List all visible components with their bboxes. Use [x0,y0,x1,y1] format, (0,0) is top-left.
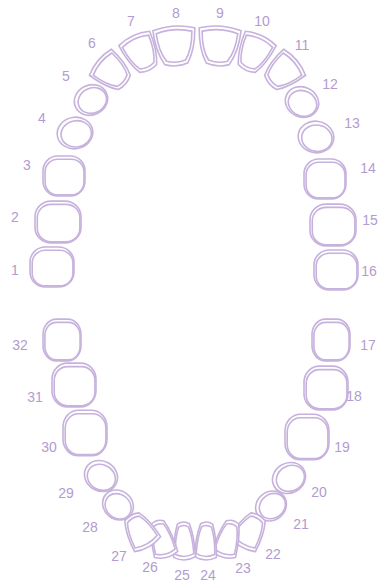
tooth-outline [172,522,195,561]
callout-number: 13 [344,115,360,131]
callout-number: 7 [127,13,135,29]
callout-number: 16 [361,263,377,279]
callout-number: 19 [334,439,350,455]
callout-number: 17 [360,337,376,353]
tooth-outline [43,319,81,361]
tooth-outline [153,25,198,68]
callout-number: 18 [346,388,362,404]
callout-number: 26 [142,559,158,575]
tooth-outline [35,201,81,243]
callout-number: 11 [295,37,310,53]
tooth-outline [63,410,107,456]
tooth-outline [304,366,348,410]
tooth-outline [43,156,85,196]
callout-number: 10 [254,13,270,29]
tooth-outline [314,250,358,290]
tooth-outline [79,455,123,498]
tooth-outline [285,414,329,460]
tooth-outline [30,247,74,287]
tooth-outline [52,363,96,407]
callout-number: 4 [38,110,46,126]
callout-number: 6 [88,35,96,51]
tooth-outline [296,118,337,155]
callout-number: 20 [311,484,327,500]
callout-number: 24 [200,567,216,583]
tooth-outline [312,319,350,361]
callout-number: 31 [27,389,43,405]
tooth-outline [280,81,323,123]
callout-number: 1 [11,262,19,278]
callout-number: 3 [23,157,31,173]
callout-number: 23 [235,560,251,576]
callout-number: 27 [111,548,127,564]
callout-number: 12 [322,76,338,92]
callout-number: 28 [82,519,98,535]
callout-number: 2 [11,209,19,225]
tooth-outline [310,204,356,246]
callout-number: 8 [172,5,180,21]
callout-number: 22 [265,546,281,562]
callout-number: 9 [216,5,224,21]
tooth-outline [55,114,96,151]
tooth-outline [197,25,242,68]
callout-number: 25 [174,567,190,583]
tooth-outline [304,159,346,199]
callout-number: 32 [12,337,28,353]
callout-number: 21 [293,516,309,532]
callout-number: 15 [362,212,378,228]
callout-number: 30 [41,439,57,455]
tooth-outline [194,522,217,561]
callout-number: 14 [360,160,376,176]
callout-number: 29 [58,485,74,501]
callout-number: 5 [62,68,70,84]
